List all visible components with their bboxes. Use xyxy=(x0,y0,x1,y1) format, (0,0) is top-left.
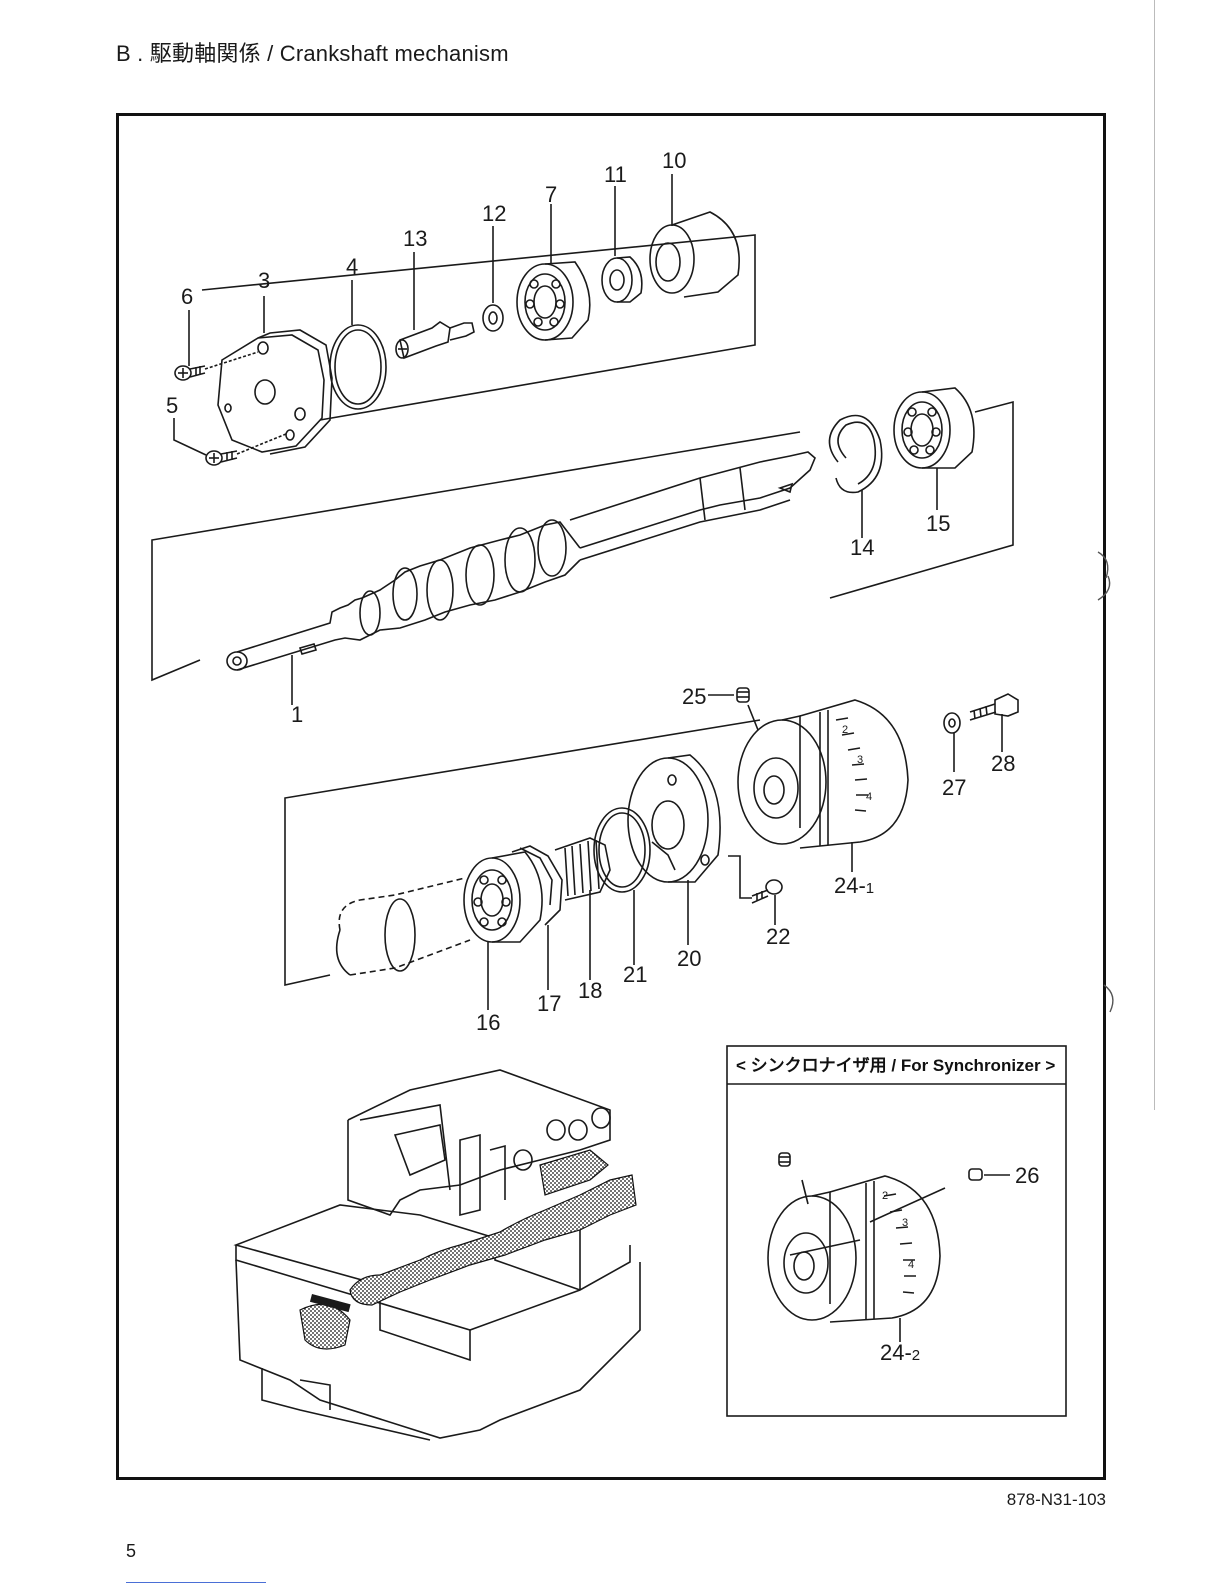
machine-crankshaft-highlight xyxy=(300,1150,636,1349)
part-24-1-pulley xyxy=(738,700,908,872)
part-27-washer xyxy=(944,713,960,772)
pulley-mark-3: 3 xyxy=(857,754,863,766)
callout-16: 16 xyxy=(476,1010,500,1035)
part-28-bolt xyxy=(970,694,1018,752)
callout-27: 27 xyxy=(942,775,966,800)
part-20-flange xyxy=(628,755,720,945)
part-15-bearing xyxy=(894,388,974,510)
callout-26: 26 xyxy=(1015,1163,1039,1188)
part-13-pin xyxy=(396,252,474,358)
inset-pulley-mark-4: 4 xyxy=(908,1259,914,1271)
callout-15: 15 xyxy=(926,511,950,536)
callout-10: 10 xyxy=(662,148,686,173)
callout-14: 14 xyxy=(850,535,874,560)
group-a-outline xyxy=(202,235,755,420)
part-11-collar xyxy=(602,186,642,302)
part-4-o-ring xyxy=(330,280,386,409)
callout-4: 4 xyxy=(346,254,358,279)
part-10-bushing xyxy=(650,174,739,297)
callout-3: 3 xyxy=(258,268,270,293)
inset-pulley-mark-3: 3 xyxy=(902,1217,908,1229)
part-24-2-synchronizer-pulley xyxy=(768,1176,945,1342)
part-14-retaining-ring xyxy=(829,416,881,539)
inset-title: < シンクロナイザ用 / For Synchronizer > xyxy=(736,1056,1055,1075)
callout-1: 1 xyxy=(291,702,303,727)
part-16-bearing xyxy=(337,852,542,1010)
callout-12: 12 xyxy=(482,201,506,226)
callout-20: 20 xyxy=(677,946,701,971)
callout-18: 18 xyxy=(578,978,602,1003)
document-code: 878-N31-103 xyxy=(1007,1490,1106,1510)
part-3-cover-plate xyxy=(218,296,332,454)
callout-25: 25 xyxy=(682,684,706,709)
binder-hole-marks xyxy=(1098,552,1113,1012)
page-number: 5 xyxy=(126,1541,136,1562)
callout-17: 17 xyxy=(537,991,561,1016)
callout-13: 13 xyxy=(403,226,427,251)
part-7-bearing xyxy=(517,204,590,340)
callout-21: 21 xyxy=(623,962,647,987)
inset-set-screw xyxy=(779,1153,790,1166)
callout-11: 11 xyxy=(604,162,627,187)
callout-24-2: 24-2 xyxy=(880,1340,920,1365)
part-26-set-screw xyxy=(969,1169,1010,1180)
callout-28: 28 xyxy=(991,751,1015,776)
callout-24-1: 24-1 xyxy=(834,873,874,898)
part-5-screw xyxy=(174,418,237,465)
inset-pulley-mark-2: 2 xyxy=(882,1190,888,1202)
pulley-mark-2: 2 xyxy=(842,724,848,736)
group-b-outline xyxy=(152,432,800,680)
callout-22: 22 xyxy=(766,924,790,949)
part-25-set-screw xyxy=(708,688,749,702)
pulley-mark-4: 4 xyxy=(866,791,872,803)
part-12-washer xyxy=(483,226,503,331)
part-6-screw xyxy=(175,310,205,380)
callout-7: 7 xyxy=(545,182,557,207)
part-1-crankshaft xyxy=(227,452,815,705)
callout-5: 5 xyxy=(166,393,178,418)
footer-rule xyxy=(126,1582,266,1583)
part-22-screw xyxy=(728,856,782,925)
part-17-nut xyxy=(512,846,562,990)
part-18-threaded-sleeve xyxy=(555,838,610,980)
callout-6: 6 xyxy=(181,284,193,309)
